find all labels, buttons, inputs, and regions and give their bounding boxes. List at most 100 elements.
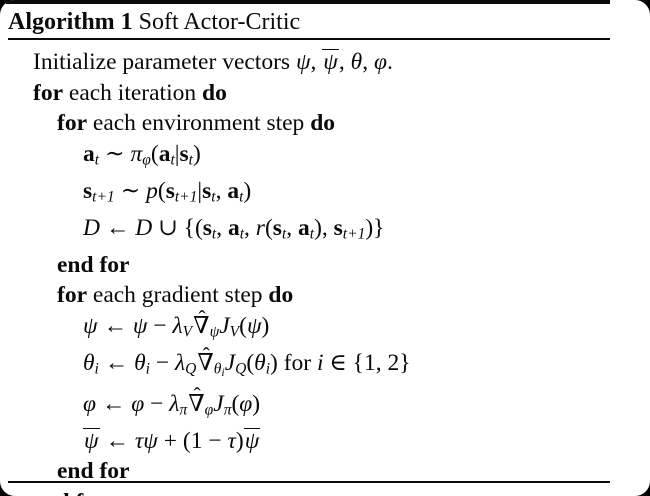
math-token: , — [244, 214, 256, 241]
line-initialize: Initialize parameter vectors ψ, ψ, θ, φ. — [8, 47, 620, 78]
math-token: , — [286, 214, 298, 241]
math-token: ψ — [132, 312, 148, 339]
math-token: ( — [157, 177, 166, 204]
math-token: s — [165, 177, 175, 204]
algorithm-header: Algorithm 1 Soft Actor-Critic — [8, 9, 300, 35]
math-token: t — [211, 188, 216, 206]
math-token: φ — [142, 151, 151, 169]
math-token: , — [215, 177, 228, 204]
math-token: s — [179, 140, 189, 167]
math-token: end for — [33, 489, 105, 496]
algorithm-title: Soft Actor-Critic — [132, 9, 301, 35]
math-token: ∪ {( — [152, 214, 203, 241]
math-token: do — [202, 79, 227, 106]
math-token: θ — [350, 49, 363, 75]
math-token: ∼ — [114, 177, 147, 204]
math-token: λ — [174, 349, 186, 376]
math-token: . — [386, 49, 393, 75]
math-token: ( — [231, 390, 240, 417]
math-token: a — [298, 214, 310, 241]
header-rule — [8, 38, 610, 40]
math-token: i — [94, 360, 99, 378]
math-token: i — [145, 360, 150, 378]
math-token: D — [135, 214, 153, 241]
line-for-environment-step: for each environment step do — [8, 108, 620, 139]
math-token: π — [223, 401, 232, 419]
math-token: i — [221, 366, 225, 380]
math-token: φ — [83, 390, 97, 417]
math-token: θ — [83, 349, 95, 376]
math-token: θ — [134, 349, 146, 376]
math-token: a — [227, 177, 240, 204]
line-update-value: ψ ← ψ − λV∇ψJV(ψ) — [8, 311, 620, 348]
math-token: a — [227, 214, 240, 241]
math-token: each gradient step — [87, 282, 269, 309]
math-token: for — [33, 79, 64, 106]
math-token: end for — [57, 458, 130, 485]
line-end-for-gradient: end for — [8, 456, 620, 487]
math-token: φ — [131, 390, 145, 417]
math-token: ( — [150, 140, 159, 167]
math-token: ψ — [209, 323, 220, 341]
math-token: each environment step — [87, 110, 311, 137]
math-token: end for — [57, 251, 130, 278]
math-token: V — [229, 323, 240, 341]
math-token: ( — [239, 312, 247, 339]
math-token: r — [255, 214, 265, 241]
math-token: − — [149, 349, 175, 376]
math-token: i — [317, 349, 324, 376]
math-token: V — [182, 323, 193, 341]
math-token: | — [174, 140, 180, 167]
math-token: θ — [254, 349, 266, 376]
math-token: each iteration — [63, 79, 202, 106]
math-token: t+1 — [92, 188, 115, 206]
math-token: ∇ — [197, 348, 213, 379]
math-token: τ — [227, 427, 236, 454]
line-sample-action: at ∼ πφ(at|st) — [8, 139, 620, 176]
math-token: ) — [261, 312, 270, 339]
math-token: t+1 — [342, 225, 366, 243]
math-token: t+1 — [174, 188, 198, 206]
math-token: t — [239, 225, 245, 243]
line-update-q: θi ← θi − λQ∇θiJQ(θi) for i ∈ {1, 2} — [8, 348, 620, 389]
math-token: ψ — [83, 312, 98, 339]
math-token: π — [130, 140, 143, 167]
math-token: s — [202, 214, 212, 241]
math-token: t — [239, 188, 244, 206]
algorithm-body: Initialize parameter vectors ψ, ψ, θ, φ.… — [8, 47, 620, 496]
math-token: − — [147, 312, 173, 339]
math-token: − — [144, 390, 170, 417]
math-token: ψ — [143, 427, 158, 454]
line-end-for-environment: end for — [8, 250, 620, 281]
math-token: ) — [192, 140, 201, 167]
math-token: φ — [239, 390, 253, 417]
math-token: , — [362, 49, 374, 75]
math-token: ψ — [295, 49, 311, 75]
math-token: , — [338, 49, 351, 75]
math-token: , — [310, 49, 323, 75]
math-token: ) — [252, 390, 261, 417]
math-token: for — [57, 282, 88, 309]
math-token: ( — [264, 214, 273, 241]
top-rule — [6, 0, 610, 4]
math-token: ) — [235, 427, 244, 454]
math-token: s — [333, 214, 343, 241]
line-for-iteration: for each iteration do — [8, 78, 620, 109]
math-token: J — [219, 312, 230, 339]
math-token: , — [216, 214, 228, 241]
math-token: J — [213, 390, 224, 417]
math-token: a — [158, 140, 171, 167]
line-sample-transition: st+1 ∼ p(st+1|st, at) — [8, 176, 620, 213]
math-token: τ — [134, 427, 144, 454]
math-token: ψ — [243, 427, 261, 454]
math-token: ( — [246, 349, 255, 376]
math-token: a — [83, 140, 95, 167]
math-token: Q — [185, 360, 197, 378]
math-token: φ — [373, 49, 387, 75]
math-token: λ — [169, 390, 180, 417]
math-token: ← — [97, 312, 133, 339]
math-token: do — [268, 282, 294, 309]
math-token: | — [197, 177, 203, 204]
line-update-policy: φ ← φ − λπ∇φJπ(φ) — [8, 389, 620, 426]
